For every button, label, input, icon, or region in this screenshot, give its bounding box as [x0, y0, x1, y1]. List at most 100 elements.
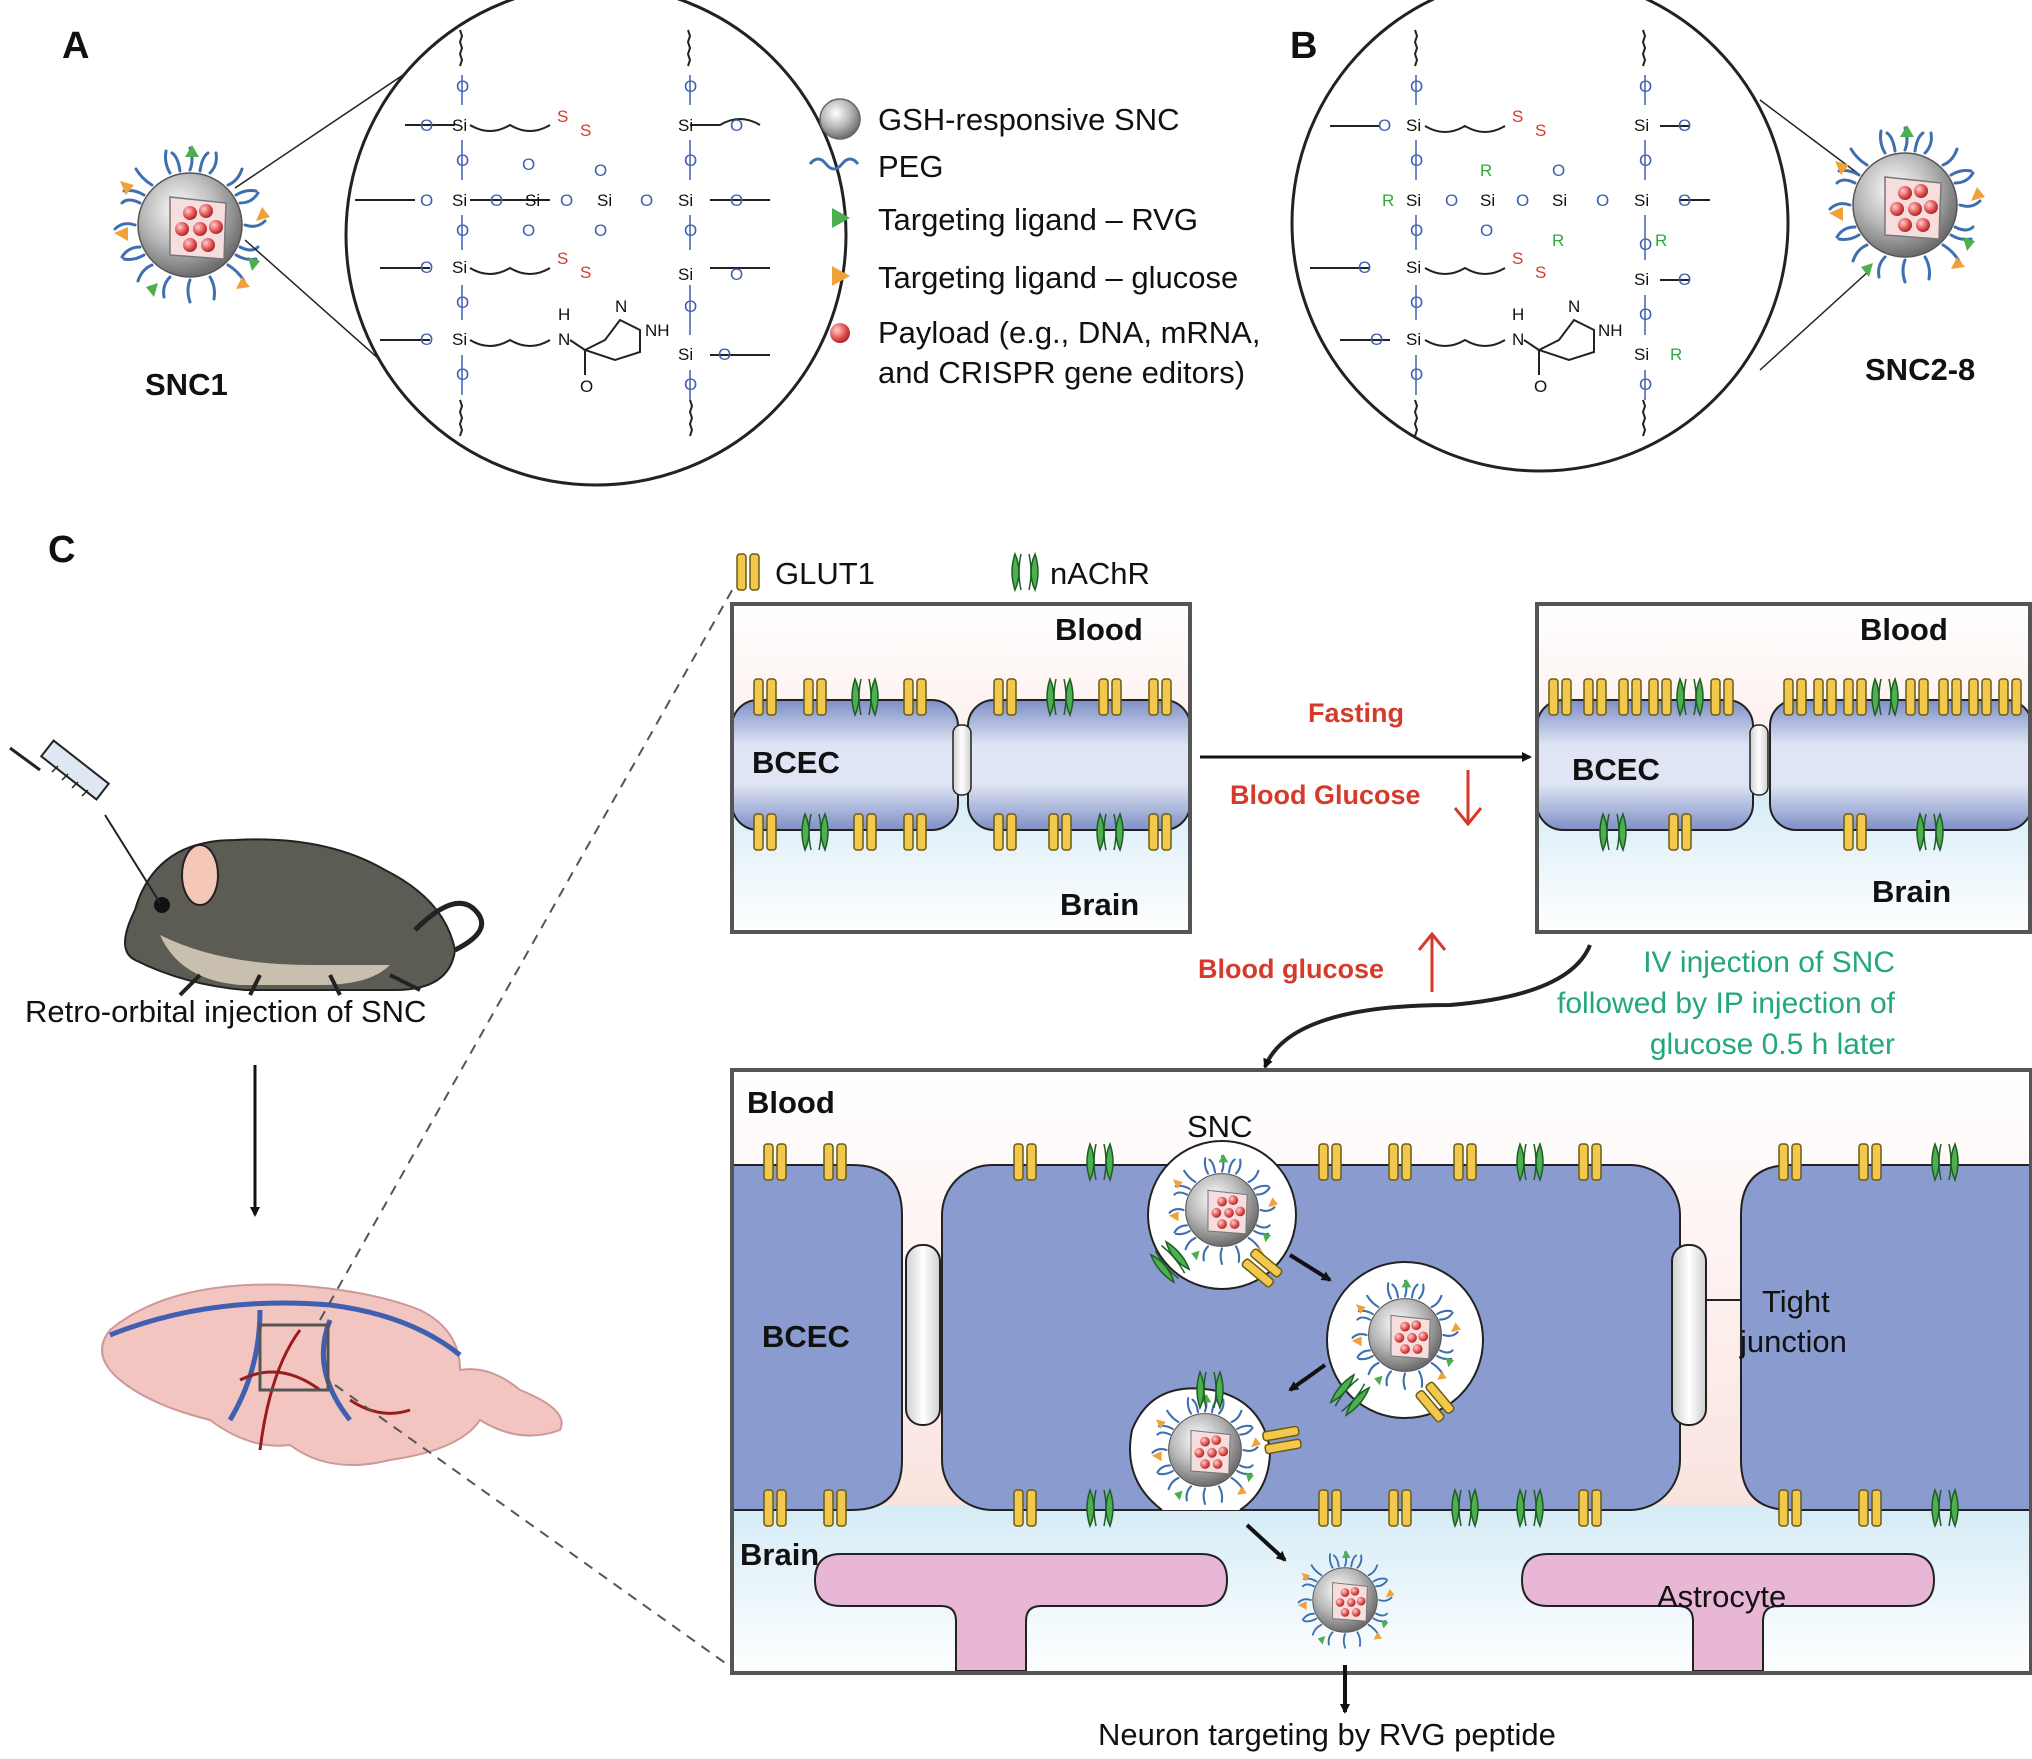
- brain-illustration: [101, 1283, 563, 1466]
- svg-text:O: O: [1370, 330, 1383, 349]
- svg-text:Si: Si: [1480, 191, 1495, 210]
- blood-glucose-down-label: Blood Glucose: [1230, 780, 1421, 810]
- green-triangle-icon: [832, 208, 850, 228]
- svg-text:Si: Si: [452, 258, 467, 277]
- svg-text:O: O: [730, 191, 743, 210]
- glucose-down-arrow: [1453, 770, 1483, 827]
- legend-label-peg: PEG: [878, 149, 943, 184]
- legend-label-rvg: Targeting ligand – RVG: [878, 202, 1198, 237]
- curved-arrow: [1263, 944, 1592, 1069]
- injection-label: Retro-orbital injection of SNC: [25, 994, 426, 1029]
- svg-text:O: O: [420, 258, 433, 277]
- bbb-box-fasted: Blood BCEC Brain: [1535, 602, 2032, 934]
- svg-text:Si: Si: [1634, 116, 1649, 135]
- zoom-circle-b: [1290, 0, 1790, 473]
- svg-text:Si: Si: [678, 191, 693, 210]
- svg-text:O: O: [1358, 258, 1371, 277]
- svg-text:O: O: [456, 293, 469, 312]
- tight-junction-line-1: Tight: [1762, 1284, 1830, 1319]
- svg-text:R: R: [1480, 161, 1492, 180]
- box3-brain: Brain: [740, 1537, 819, 1572]
- svg-text:Si: Si: [1634, 345, 1649, 364]
- svg-text:O: O: [1678, 116, 1691, 135]
- mouse-illustration: [124, 838, 485, 997]
- svg-text:O: O: [420, 116, 433, 135]
- neuron-label: Neuron targeting by RVG peptide: [1098, 1717, 1556, 1752]
- nachr-legend-icon: [1011, 553, 1039, 591]
- svg-text:O: O: [730, 265, 743, 284]
- glut1-legend-icon: [736, 553, 760, 591]
- svg-text:Si: Si: [1406, 330, 1421, 349]
- svg-text:O: O: [594, 221, 607, 240]
- legend-label-snc: GSH-responsive SNC: [878, 102, 1179, 137]
- svg-text:Si: Si: [1552, 191, 1567, 210]
- panel-label-c: C: [48, 529, 75, 571]
- svg-text:O: O: [1639, 305, 1652, 324]
- svg-text:O: O: [684, 77, 697, 96]
- svg-text:O: O: [1678, 191, 1691, 210]
- svg-text:O: O: [1639, 77, 1652, 96]
- iv-injection-line-2: followed by IP injection of: [1557, 987, 1896, 1020]
- svg-text:S: S: [557, 249, 568, 268]
- svg-text:O: O: [420, 330, 433, 349]
- svg-text:S: S: [557, 107, 568, 126]
- svg-text:O: O: [1534, 377, 1547, 396]
- svg-text:N: N: [615, 297, 627, 316]
- legend-label-glucose: Targeting ligand – glucose: [878, 260, 1238, 295]
- box2-blood: Blood: [1860, 612, 1948, 647]
- svg-text:N: N: [558, 330, 570, 349]
- snc1-nanoparticle: [112, 143, 272, 304]
- chem-structure-a: Si Si Si Si Si Si Si Si Si Si O O O O O …: [355, 29, 770, 437]
- svg-text:H: H: [558, 305, 570, 324]
- svg-text:O: O: [1410, 365, 1423, 384]
- svg-text:Si: Si: [597, 191, 612, 210]
- box2-bcec: BCEC: [1572, 752, 1660, 787]
- svg-text:O: O: [718, 345, 731, 364]
- svg-text:Si: Si: [1406, 258, 1421, 277]
- svg-text:O: O: [594, 161, 607, 180]
- svg-text:S: S: [1535, 263, 1546, 282]
- fasting-label: Fasting: [1308, 698, 1404, 728]
- svg-text:O: O: [1596, 191, 1609, 210]
- svg-text:O: O: [1516, 191, 1529, 210]
- svg-text:O: O: [456, 221, 469, 240]
- svg-text:O: O: [1639, 375, 1652, 394]
- svg-text:S: S: [580, 263, 591, 282]
- svg-text:O: O: [1678, 270, 1691, 289]
- orange-triangle-icon: [832, 266, 850, 286]
- bbb-box-transcytosis: Blood SNC BCEC Tight junction Brain Astr…: [730, 1068, 2032, 1675]
- red-dot-icon: [830, 323, 850, 343]
- nachr-legend-label: nAChR: [1050, 556, 1150, 591]
- svg-text:R: R: [1552, 231, 1564, 250]
- svg-text:O: O: [1410, 293, 1423, 312]
- legend: GSH-responsive SNC PEG Targeting ligand …: [808, 98, 1260, 390]
- svg-text:O: O: [522, 221, 535, 240]
- snc1-label: SNC1: [145, 367, 228, 402]
- svg-text:O: O: [684, 375, 697, 394]
- svg-text:Si: Si: [1406, 191, 1421, 210]
- svg-text:O: O: [560, 191, 573, 210]
- svg-text:O: O: [1639, 235, 1652, 254]
- svg-text:O: O: [1410, 221, 1423, 240]
- svg-text:H: H: [1512, 305, 1524, 324]
- svg-text:R: R: [1670, 345, 1682, 364]
- svg-text:Si: Si: [452, 330, 467, 349]
- zoom-dash-bottom: [334, 1384, 736, 1671]
- chem-structure-b: Si Si Si Si Si Si Si Si Si Si O O O O O …: [1310, 29, 1710, 437]
- svg-text:O: O: [1639, 151, 1652, 170]
- syringe-icon: [9, 739, 161, 904]
- iv-injection-line-3: glucose 0.5 h later: [1650, 1028, 1895, 1061]
- svg-text:O: O: [1445, 191, 1458, 210]
- svg-text:Si: Si: [1634, 270, 1649, 289]
- svg-text:Si: Si: [1634, 191, 1649, 210]
- svg-text:R: R: [1382, 191, 1394, 210]
- svg-text:O: O: [580, 377, 593, 396]
- svg-text:Si: Si: [1406, 116, 1421, 135]
- svg-text:S: S: [1535, 121, 1546, 140]
- svg-text:N: N: [1568, 297, 1580, 316]
- legend-label-payload-2: and CRISPR gene editors): [878, 355, 1245, 390]
- svg-text:O: O: [456, 365, 469, 384]
- tight-junction-line-2: junction: [1739, 1324, 1847, 1359]
- box3-blood: Blood: [747, 1085, 835, 1120]
